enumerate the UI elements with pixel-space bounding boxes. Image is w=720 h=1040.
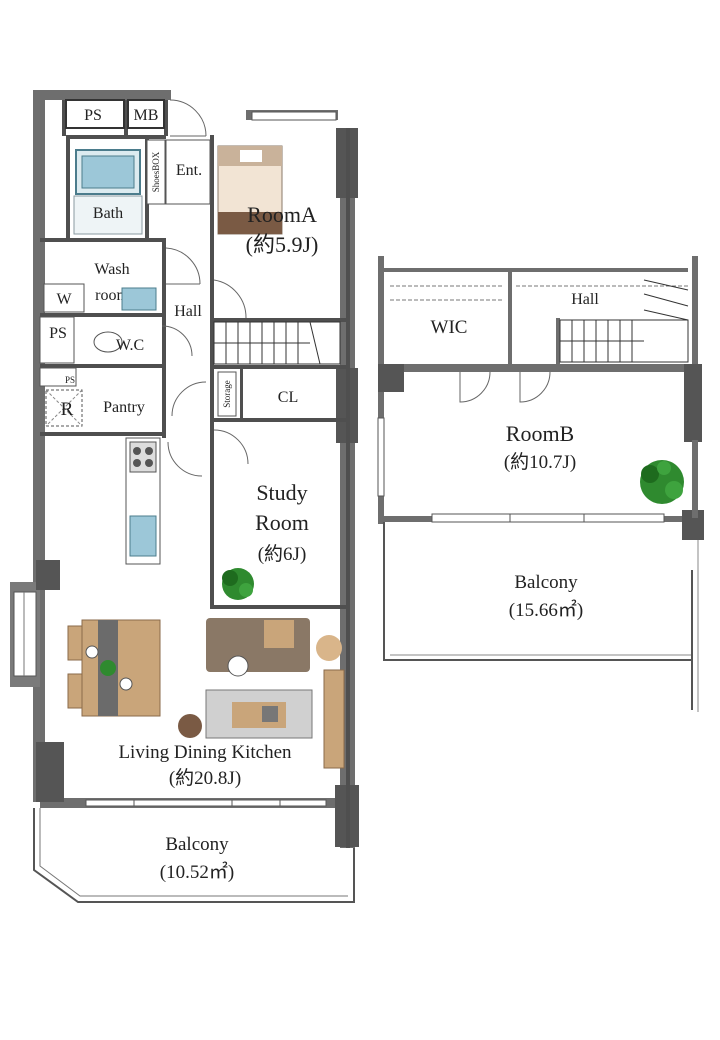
- dining-set: [67, 619, 161, 717]
- plant-room-b: [640, 460, 684, 504]
- west-wall: [33, 90, 45, 802]
- balcony-upper-size: (15.66㎡): [509, 598, 583, 621]
- mb-label: MB: [134, 107, 159, 124]
- wc-label: W.C: [116, 337, 144, 354]
- balcony-upper-outline: [383, 522, 692, 661]
- plant-study: [222, 568, 254, 600]
- washer-label: W: [56, 291, 72, 308]
- room-b-size: (約10.7J): [504, 451, 576, 473]
- closet-label: CL: [278, 389, 298, 406]
- upper-floor: WIC Hall RoomB (約10.7J): [377, 256, 704, 712]
- ldk-name: Living Dining Kitchen: [118, 742, 292, 763]
- washer: [43, 283, 85, 313]
- wic-label: WIC: [431, 317, 468, 338]
- ldk-size: (約20.8J): [169, 767, 241, 789]
- balcony-upper-name: Balcony: [514, 572, 578, 593]
- study-size: (約6J): [258, 543, 307, 565]
- balcony-main-size: (10.52㎡): [160, 860, 234, 883]
- storage-label: Storage: [222, 380, 232, 408]
- refrigerator-label: R: [61, 399, 74, 420]
- living-set: [178, 618, 345, 769]
- ps-top-label: PS: [84, 107, 102, 124]
- pantry-label: Pantry: [103, 399, 145, 416]
- hall-main-label: Hall: [174, 303, 202, 320]
- room-a-size: (約5.9J): [246, 232, 319, 257]
- wash-label-1: Wash: [94, 261, 129, 278]
- wash-basin: [121, 287, 157, 311]
- entrance-label: Ent.: [176, 162, 202, 179]
- ps-left-label: PS: [49, 325, 67, 342]
- wash-label-2: room: [95, 287, 129, 304]
- study-label-2: Room: [255, 510, 309, 535]
- study-label-1: Study: [256, 480, 307, 505]
- hall-upper-label: Hall: [571, 291, 599, 308]
- room-b-name: RoomB: [506, 421, 574, 446]
- shoes-box-label: ShoesBOX: [151, 151, 161, 192]
- toilet: [93, 331, 123, 353]
- balcony-main-outline: [33, 808, 355, 903]
- kitchen-sink: [129, 515, 157, 557]
- main-floor: PS MB Ent. ShoesBOX Bath RoomA (約5.9J) W…: [10, 90, 359, 903]
- ps-small-label: PS: [65, 375, 75, 385]
- bath-label: Bath: [93, 205, 123, 222]
- room-a-name: RoomA: [247, 202, 317, 227]
- balcony-main-name: Balcony: [165, 834, 229, 855]
